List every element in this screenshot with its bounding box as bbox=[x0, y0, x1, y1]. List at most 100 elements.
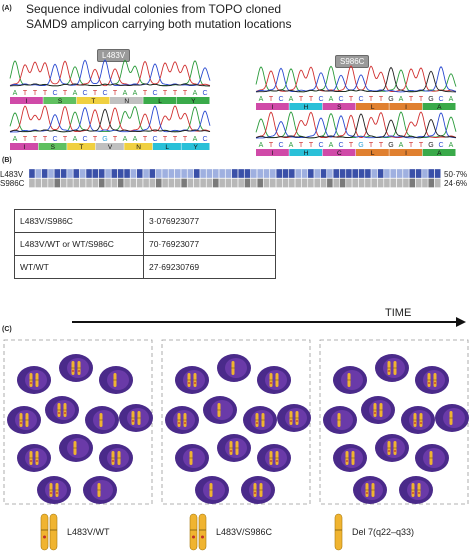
cell bbox=[59, 354, 93, 382]
base-letter: T bbox=[409, 96, 414, 103]
cell bbox=[203, 396, 237, 424]
heatmap-cell-s986c bbox=[142, 178, 150, 188]
trace-g bbox=[9, 83, 210, 87]
trace-t bbox=[9, 105, 211, 133]
cell bbox=[99, 366, 133, 394]
legend-mutation-mark bbox=[192, 535, 195, 539]
heatmap-cell-l483v bbox=[396, 169, 403, 179]
cell bbox=[175, 366, 209, 394]
heatmap-cell-l483v bbox=[142, 169, 150, 179]
cell-nucleus bbox=[203, 480, 225, 500]
heatmap-cell-l483v bbox=[320, 169, 327, 179]
base-letter: T bbox=[23, 136, 28, 143]
base-letter: C bbox=[202, 90, 207, 97]
heatmap-cell-l483v bbox=[149, 169, 156, 179]
heatmap-cell-l483v bbox=[371, 169, 378, 179]
base-letter: T bbox=[93, 136, 98, 143]
base-letter: C bbox=[278, 96, 283, 103]
trace-c bbox=[9, 59, 211, 87]
base-letter: C bbox=[52, 90, 57, 97]
panel-a-title-line2: SAMD9 amplicon carrying both mutation lo… bbox=[26, 17, 292, 31]
amino-acid-letter: T bbox=[79, 144, 83, 151]
cell bbox=[99, 444, 133, 472]
amino-acid-bar bbox=[143, 97, 177, 104]
mutation-mark bbox=[418, 492, 420, 494]
heatmap-cell-s986c bbox=[276, 178, 283, 188]
mutation-mark bbox=[428, 382, 430, 384]
amino-acid-letter: V bbox=[108, 144, 113, 151]
heatmap-cell-l483v bbox=[225, 169, 232, 179]
trace-t bbox=[255, 111, 457, 139]
legend-icon-del7 bbox=[334, 513, 343, 551]
amino-acid-bar bbox=[10, 97, 43, 104]
amino-acid-bar bbox=[124, 143, 153, 150]
cell bbox=[375, 354, 409, 382]
base-letter: A bbox=[73, 90, 78, 97]
legend-label-l483v-s986c: L483V/S986C bbox=[216, 527, 273, 537]
heatmap-cell-s986c bbox=[390, 178, 397, 188]
base-letter: T bbox=[419, 96, 424, 103]
base-letter: T bbox=[349, 142, 354, 149]
mutation-mark bbox=[412, 492, 414, 494]
base-letter: C bbox=[278, 142, 283, 149]
heatmap-cell-s986c bbox=[123, 178, 131, 188]
base-letter: T bbox=[369, 142, 374, 149]
base-letter: T bbox=[23, 90, 28, 97]
heatmap-cell-l483v bbox=[130, 169, 137, 179]
amino-acid-letter: H bbox=[304, 104, 309, 111]
heatmap-cell-l483v bbox=[358, 169, 365, 179]
heatmap-cell-l483v bbox=[168, 169, 175, 179]
base-letter: C bbox=[438, 142, 443, 149]
legend-chromosome bbox=[198, 513, 207, 551]
heatmap-cell-l483v bbox=[244, 169, 251, 179]
amino-acid-bar bbox=[356, 149, 389, 156]
trace-c bbox=[256, 112, 457, 139]
heatmap-cell-s986c bbox=[161, 178, 169, 188]
heatmap-cell-s986c bbox=[358, 178, 365, 188]
heatmap-cell-s986c bbox=[187, 178, 194, 188]
mutation-mark bbox=[184, 422, 186, 424]
base-letter: T bbox=[63, 90, 68, 97]
heatmap-cell-s986c bbox=[257, 178, 264, 188]
heatmap-cell-s986c bbox=[282, 178, 289, 188]
heatmap-cell-s986c bbox=[212, 178, 219, 188]
cell-nucleus bbox=[67, 438, 89, 458]
base-letter: T bbox=[113, 136, 118, 143]
amino-acid-bar bbox=[256, 103, 289, 110]
amino-acid-bar bbox=[389, 103, 423, 110]
heatmap-cell-l483v bbox=[199, 169, 207, 179]
cell bbox=[85, 406, 119, 434]
heatmap-cell-l483v bbox=[263, 169, 270, 179]
amino-acid-bar bbox=[422, 149, 456, 156]
panel-c-label: (C) bbox=[2, 326, 12, 333]
cell bbox=[119, 404, 153, 432]
mutation-mark bbox=[276, 460, 278, 462]
base-letter: A bbox=[133, 90, 138, 97]
mutation-mark bbox=[112, 460, 114, 462]
mutation-mark bbox=[374, 412, 376, 414]
amino-acid-bar bbox=[389, 149, 423, 156]
heatmap-cell-s986c bbox=[434, 178, 441, 188]
genotype-table: L483V/S986C 3·076923077 L483V/WT or WT/S… bbox=[14, 209, 276, 279]
heatmap-cell-s986c bbox=[199, 178, 207, 188]
mutation-mark bbox=[56, 492, 58, 494]
amino-acid-bar bbox=[256, 149, 289, 156]
base-letter: A bbox=[123, 90, 128, 97]
heatmap-cell-s986c bbox=[117, 178, 124, 188]
heatmap-cell-l483v bbox=[257, 169, 264, 179]
cell bbox=[399, 476, 433, 504]
base-letter: T bbox=[299, 96, 304, 103]
heatmap-cell-l483v bbox=[390, 169, 397, 179]
cell bbox=[59, 434, 93, 462]
heatmap-cell-l483v bbox=[314, 169, 321, 179]
cell-nucleus bbox=[443, 408, 465, 428]
time-label: TIME bbox=[385, 307, 412, 319]
cell bbox=[83, 476, 117, 504]
heatmap-cell-l483v bbox=[206, 169, 213, 179]
base-letter: C bbox=[202, 136, 207, 143]
base-letter: A bbox=[259, 96, 264, 103]
heatmap-cell-s986c bbox=[250, 178, 257, 188]
heatmap-cell-l483v bbox=[288, 169, 295, 179]
l483v-tag: L483V bbox=[97, 49, 131, 62]
mutation-mark bbox=[30, 460, 32, 462]
